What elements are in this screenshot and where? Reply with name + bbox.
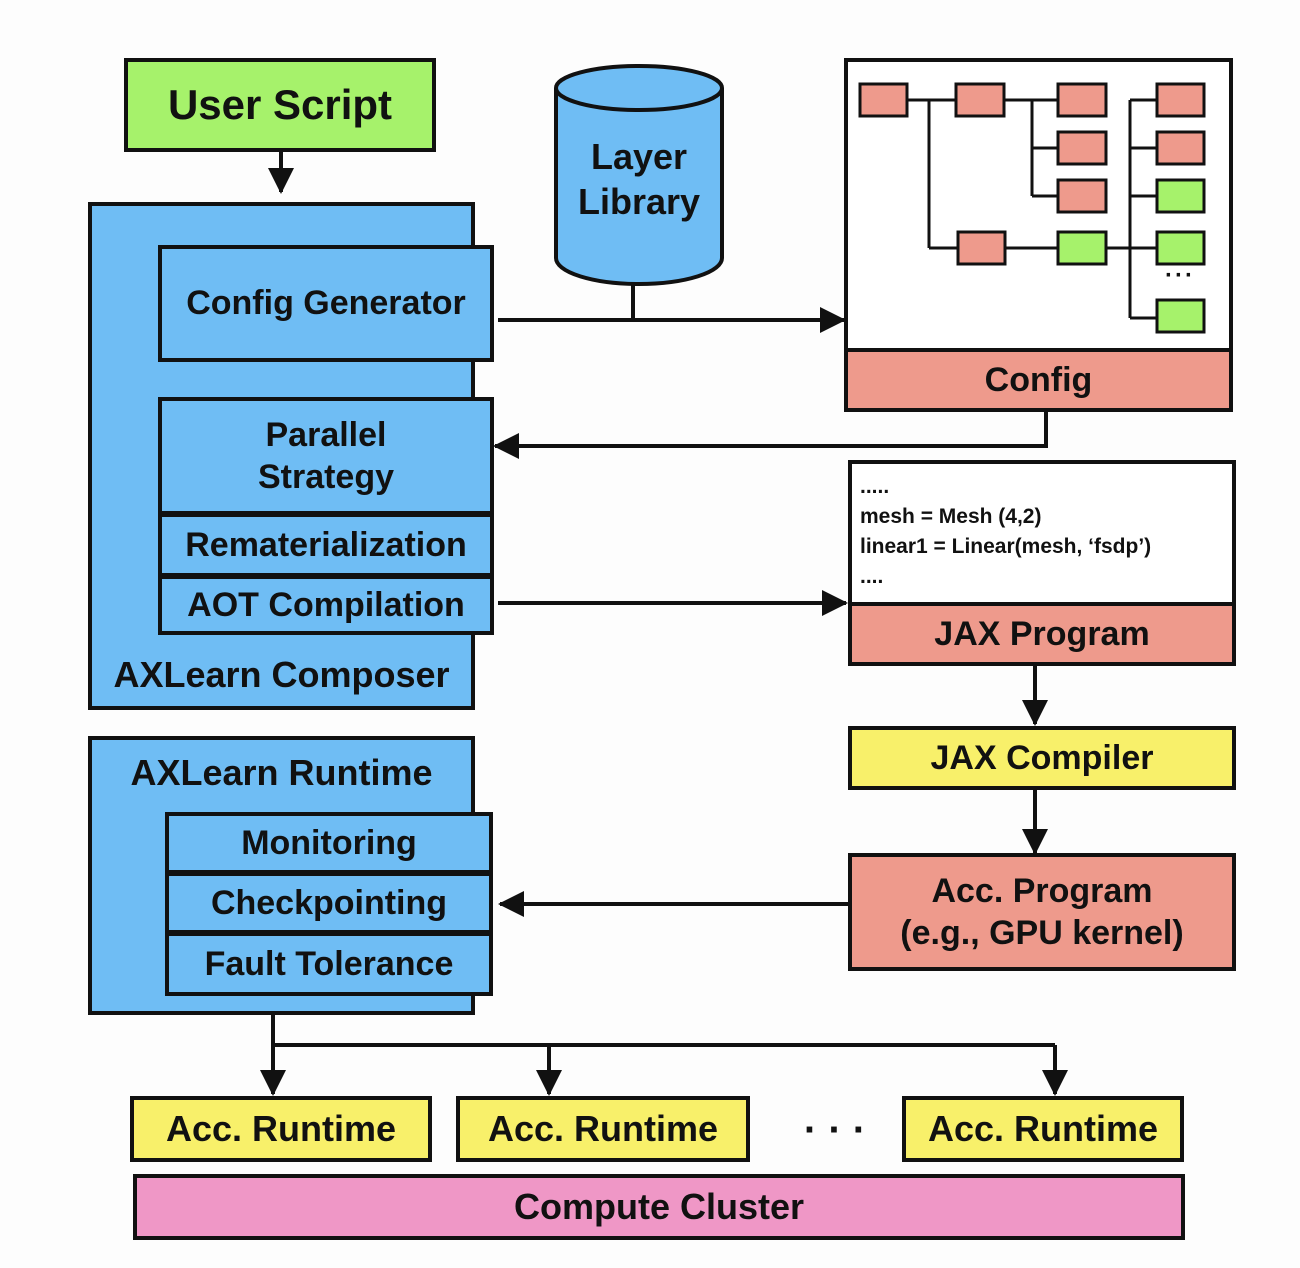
arrow-config-parallel [493,412,1048,459]
parallel-strategy-label: Parallel Strategy [257,415,395,497]
jax-compiler-box: JAX Compiler [848,726,1236,790]
monitoring-box: Monitoring [165,812,493,874]
acc-runtime-box: Acc. Runtime [456,1096,750,1162]
config-generator-label: Config Generator [186,284,466,322]
checkpointing-label: Checkpointing [210,883,448,922]
fault-tolerance-label: Fault Tolerance [204,944,454,983]
jax-compiler-label: JAX Compiler [930,738,1154,777]
composer-title: AXLearn Composer [113,654,450,695]
acc-runtime-box: Acc. Runtime [130,1096,432,1162]
config-label: Config [984,360,1093,399]
acc-runtime-label: Acc. Runtime [927,1108,1159,1149]
aot-compilation-label: AOT Compilation [187,585,465,624]
aot-compilation-box: AOT Compilation [158,575,494,635]
tree-ellipsis: ··· [1165,262,1195,289]
code-line: mesh = Mesh (4,2) [860,505,1042,528]
acc-program-label: Acc. Program (e.g., GPU kernel) [900,871,1184,953]
acc-runtime-label: Acc. Runtime [487,1108,719,1149]
monitoring-label: Monitoring [241,823,417,862]
code-line: linear1 = Linear(mesh, ‘fsdp’) [860,535,1152,558]
user-script-box: User Script [124,58,436,152]
config-box: Config [844,348,1233,412]
user-script-label: User Script [167,81,393,128]
runtime-title: AXLearn Runtime [130,752,433,793]
compute-cluster-box: Compute Cluster [133,1174,1185,1240]
jax-program-box: JAX Program [848,602,1236,666]
fault-tolerance-box: Fault Tolerance [165,932,493,996]
acc-runtime-ellipsis: · · · [803,1108,867,1152]
jax-program-code-panel [848,460,1236,606]
acc-runtime-box: Acc. Runtime [902,1096,1184,1162]
layer-library-label: Layer Library [577,136,701,222]
rematerialization-label: Rematerialization [185,525,467,564]
checkpointing-box: Checkpointing [165,872,493,934]
jax-program-label: JAX Program [934,614,1150,653]
jax-program-code: ..... mesh = Mesh (4,2) linear1 = Linear… [860,472,1230,592]
compute-cluster-label: Compute Cluster [513,1186,805,1227]
code-line: ..... [860,475,890,498]
config-generator-box: Config Generator [158,245,494,362]
acc-program-box: Acc. Program (e.g., GPU kernel) [848,853,1236,971]
acc-runtime-label: Acc. Runtime [165,1108,397,1149]
code-line: .... [860,565,884,588]
